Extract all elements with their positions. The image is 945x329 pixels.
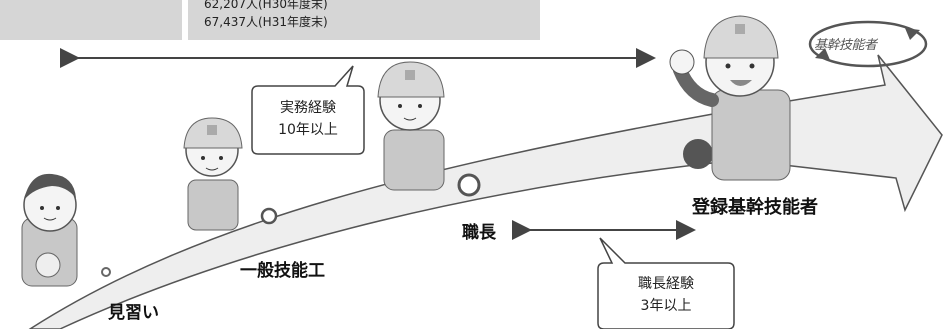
stage-label-registered-core-worker: 登録基幹技能者 (692, 197, 818, 218)
work-experience-line2: 10年以上 (278, 122, 338, 138)
info-box-left (0, 0, 182, 40)
foreman-experience-line2: 3年以上 (640, 298, 692, 314)
core-worker-figure (669, 15, 791, 181)
stage-dot-general (260, 207, 278, 225)
stage-label-foreman: 職長 (462, 223, 496, 243)
work-experience-line1: 実務経験 (280, 100, 336, 116)
career-curve-arrow (28, 54, 943, 329)
callout-work-experience-text: 実務経験 10年以上 (252, 97, 364, 141)
core-worker-badge-label: 基幹技能者 (814, 38, 877, 53)
foreman-worker-figure (377, 61, 445, 191)
apprentice-worker-figure (21, 173, 78, 287)
general-worker-figure (183, 117, 243, 231)
core-worker-badge-icon (808, 20, 928, 68)
stat-line-h31: 67,437人(H31年度末) (204, 15, 328, 29)
stage-dot-core (683, 139, 713, 169)
stage-dot-foreman (457, 173, 481, 197)
stat-line-h30: 62,207人(H30年度末) (204, 0, 328, 11)
callout-foreman-experience-text: 職長経験 3年以上 (598, 273, 734, 317)
stage-dot-apprentice (101, 267, 111, 277)
stage-label-general-worker: 一般技能工 (240, 261, 325, 281)
info-box-stats: 62,207人(H30年度末) 67,437人(H31年度末) (188, 0, 540, 40)
stage-label-apprentice: 見習い (108, 303, 159, 323)
foreman-experience-line1: 職長経験 (638, 276, 694, 292)
callout-work-experience (251, 65, 365, 155)
